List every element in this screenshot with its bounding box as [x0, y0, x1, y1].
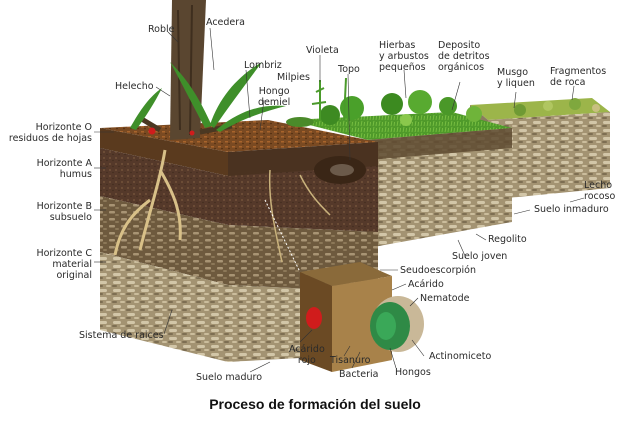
label-seudoescorpion: Seudoescorpión	[400, 265, 476, 276]
horizon-a-face	[100, 148, 228, 225]
leaf-litter-top	[100, 120, 378, 152]
label-acarido: Acárido	[408, 279, 444, 290]
young-soil-block	[290, 90, 512, 248]
label-nematode: Nematode	[420, 293, 470, 304]
label-regolito: Regolito	[488, 234, 527, 245]
root-system	[113, 149, 182, 256]
label-musgo: Musgo y liquen	[497, 67, 535, 89]
label-hongo-demiel: Hongo demiel	[258, 86, 291, 108]
label-horizonte-a: Horizonte A humus	[36, 158, 92, 180]
immature-front	[488, 112, 610, 200]
mole	[330, 164, 354, 176]
label-actinomiceto: Actinomiceto	[429, 351, 492, 362]
label-suelo-joven: Suelo joven	[452, 251, 508, 262]
label-hongos: Hongos	[395, 367, 431, 378]
leader-lines	[94, 27, 585, 373]
red-berry	[148, 127, 156, 135]
label-deposito: Deposito de detritos orgánicos	[438, 40, 490, 73]
label-horizonte-c: Horizonte C material original	[36, 248, 92, 281]
label-roble: Roble	[148, 24, 175, 35]
label-lecho-rocoso: Lecho rocoso	[584, 180, 616, 202]
magnified-soil-cube	[264, 199, 424, 372]
label-tisanuro: Tisanuro	[330, 355, 371, 366]
fern	[130, 62, 286, 132]
young-front	[368, 128, 512, 248]
label-fragmentos: Fragmentos de roca	[550, 66, 607, 88]
surface-vegetation	[130, 0, 347, 140]
label-violeta: Violeta	[306, 45, 339, 56]
label-bacteria: Bacteria	[339, 369, 379, 380]
label-helecho: Helecho	[115, 81, 154, 92]
horizon-c-face	[100, 252, 228, 362]
label-acedera: Acedera	[206, 17, 246, 28]
label-horizonte-o: Horizonte O residuos de hojas	[8, 122, 92, 144]
label-suelo-maduro: Suelo maduro	[196, 372, 263, 383]
label-horizonte-b: Horizonte B subsuelo	[36, 201, 92, 223]
label-sistema-raices: Sistema de raices	[79, 330, 164, 341]
label-acarido-rojo: Acárido rojo	[289, 344, 325, 366]
label-topo: Topo	[338, 64, 360, 75]
label-lombriz: Lombriz	[244, 60, 282, 71]
label-suelo-inmaduro: Suelo inmaduro	[534, 204, 609, 215]
red-mite	[306, 307, 322, 329]
grass-top	[290, 112, 512, 140]
figure-caption: Proceso de formación del suelo	[209, 396, 421, 412]
label-hierbas: Hierbas y arbustos pequeños	[379, 40, 429, 73]
label-milpies: Milpies	[277, 72, 310, 83]
